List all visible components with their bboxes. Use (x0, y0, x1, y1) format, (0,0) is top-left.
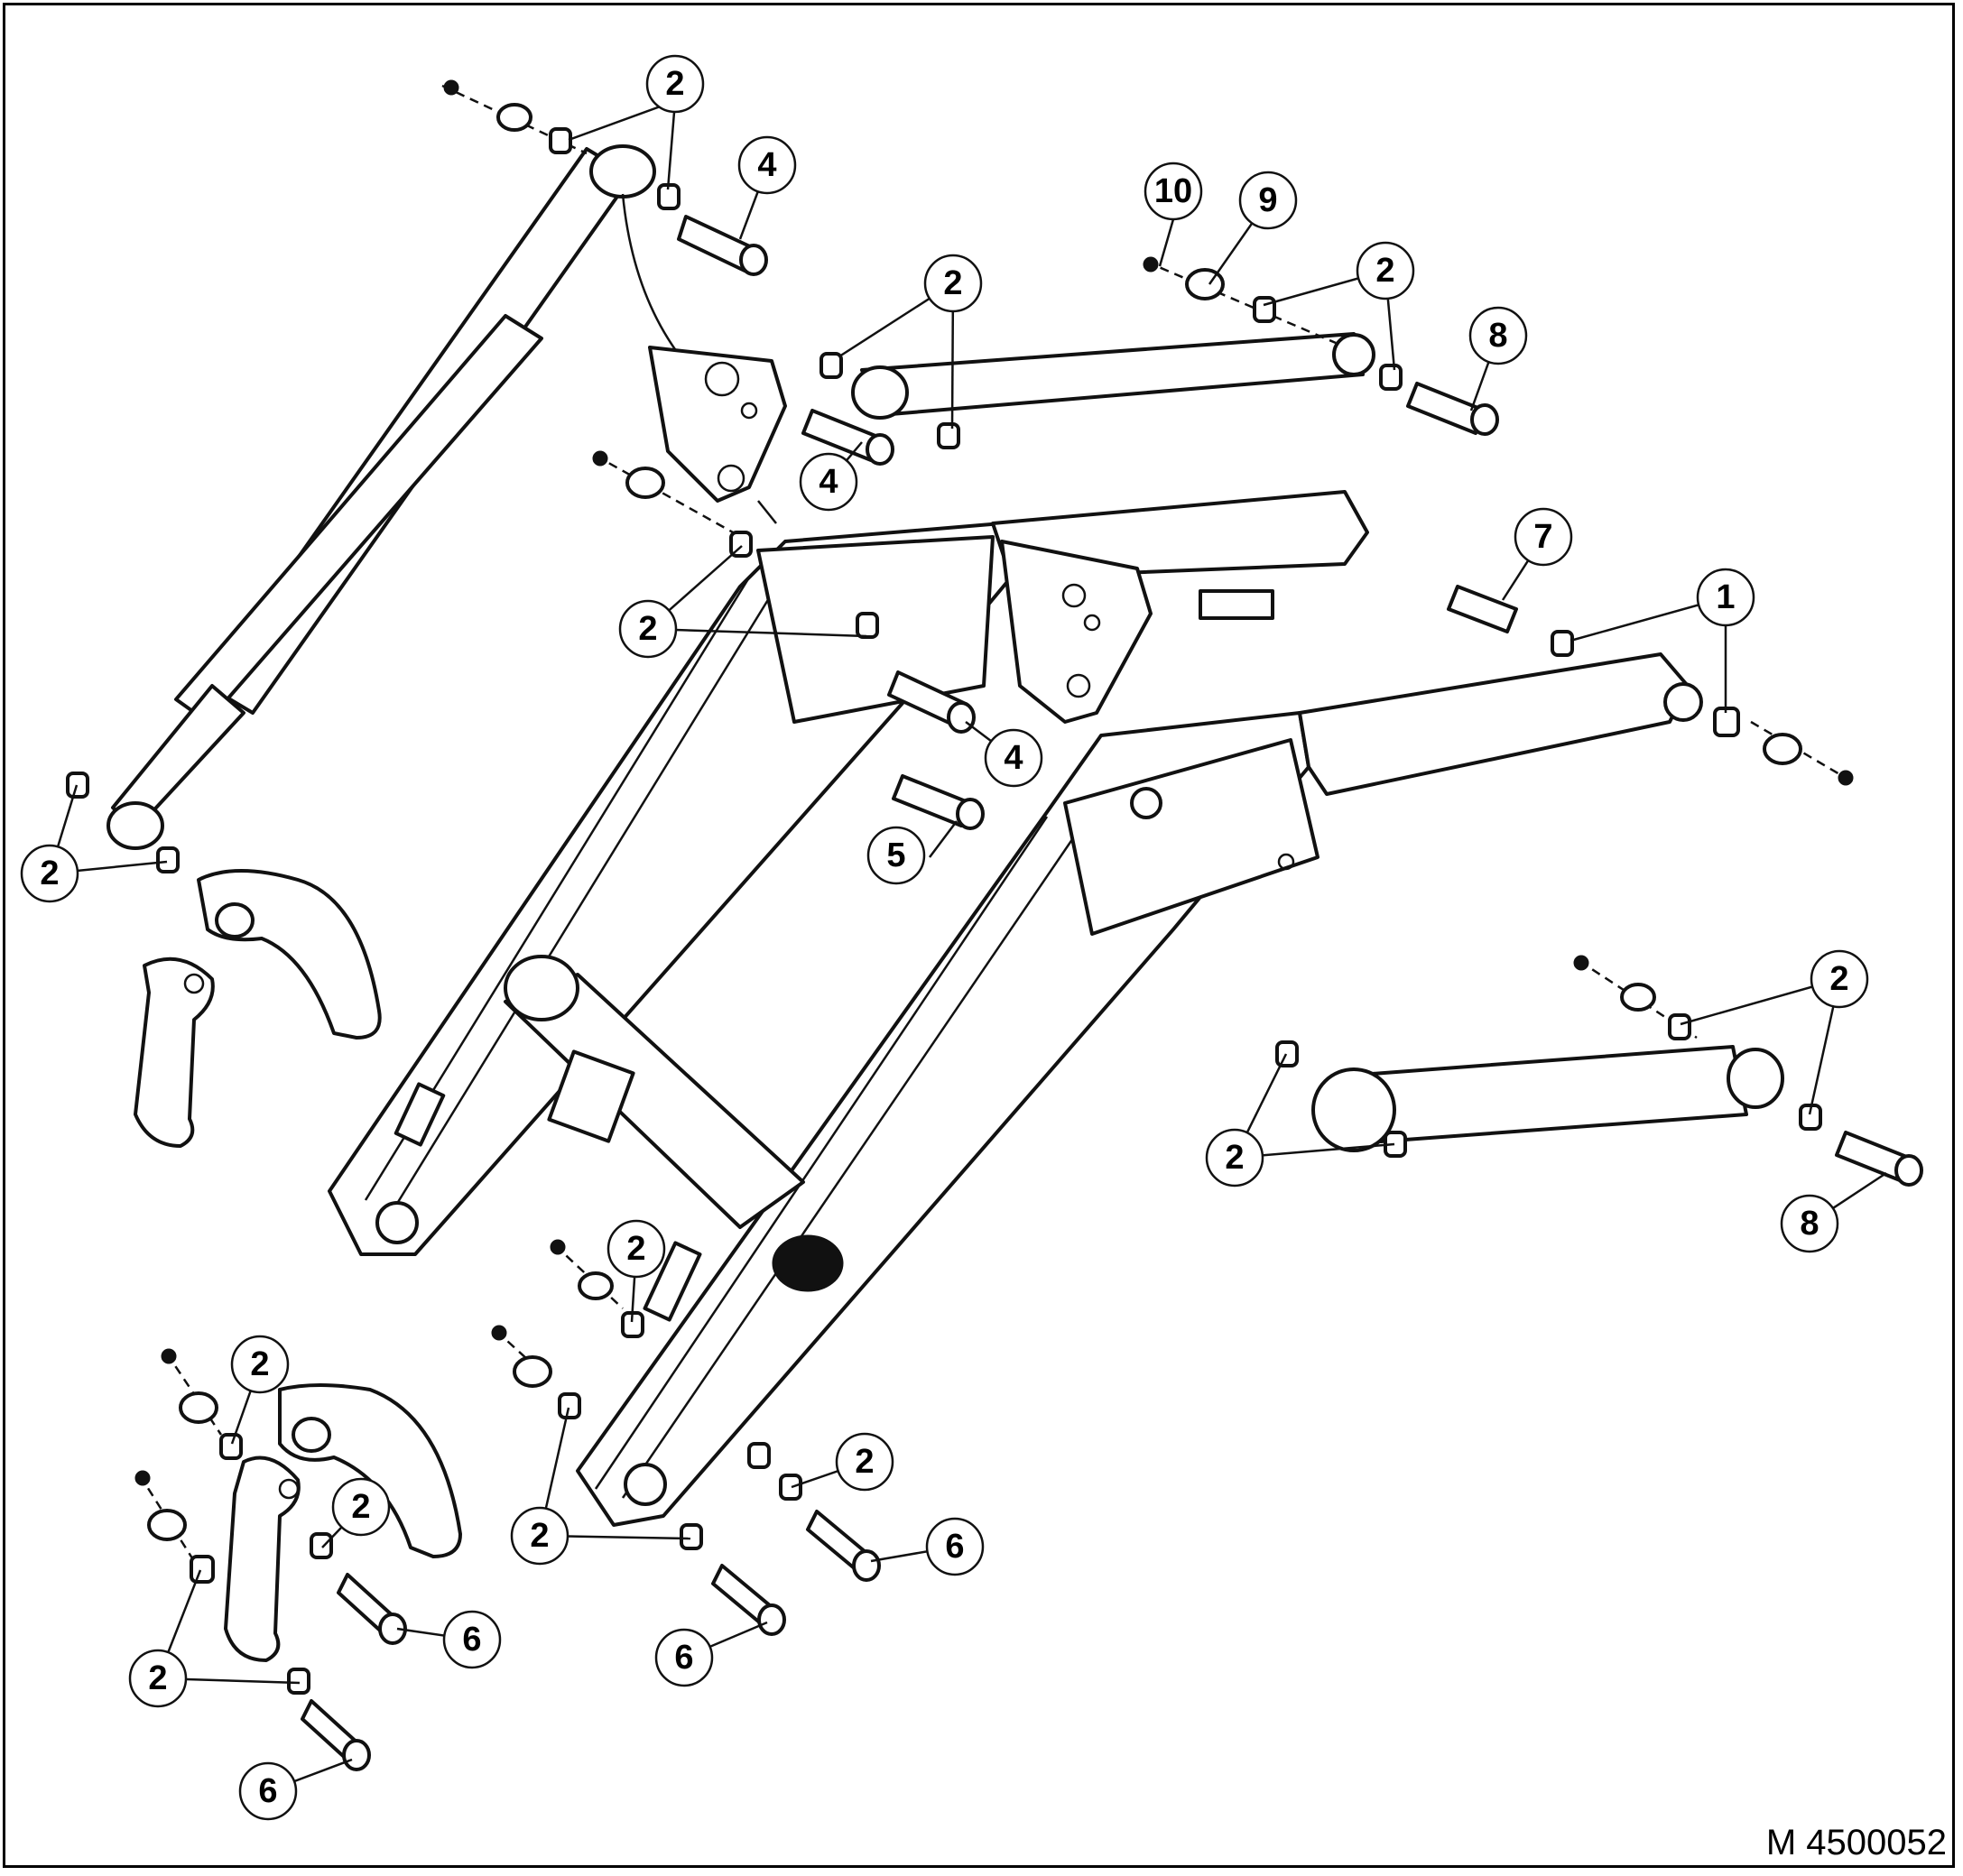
right-arm-plate (1063, 738, 1319, 936)
svg-text:2: 2 (638, 610, 657, 648)
svg-text:7: 7 (1533, 518, 1552, 556)
svg-text:9: 9 (1258, 181, 1277, 219)
callout-8: 8 (1780, 1194, 1839, 1253)
svg-text:2: 2 (530, 1517, 549, 1555)
callout-8: 8 (1468, 306, 1528, 365)
callout-2: 2 (1205, 1128, 1264, 1188)
callout-2: 2 (331, 1477, 391, 1537)
svg-text:4: 4 (757, 146, 776, 184)
svg-text:6: 6 (462, 1621, 481, 1659)
svg-text:6: 6 (258, 1772, 277, 1810)
svg-text:2: 2 (1829, 960, 1848, 998)
right-hydraulic-cylinder (1311, 1045, 1784, 1152)
svg-text:8: 8 (1800, 1205, 1819, 1243)
svg-text:2: 2 (665, 65, 684, 103)
callout-9: 9 (1238, 171, 1298, 230)
lower-left-linkage (224, 1383, 462, 1662)
upper-triangle-bracket (648, 346, 787, 524)
callout-2: 2 (1356, 241, 1415, 300)
svg-text:8: 8 (1488, 317, 1507, 355)
callout-2: 2 (645, 54, 705, 114)
callout-10: 10 (1144, 162, 1203, 221)
callout-5: 5 (866, 826, 926, 885)
svg-text:2: 2 (626, 1230, 645, 1268)
svg-text:2: 2 (855, 1443, 874, 1481)
svg-text:2: 2 (351, 1488, 370, 1526)
frame-hole (772, 1234, 844, 1292)
callout-2: 2 (923, 254, 983, 313)
svg-text:4: 4 (1004, 739, 1023, 777)
svg-text:2: 2 (250, 1345, 269, 1383)
callout-7: 7 (1514, 507, 1573, 567)
callout-2: 2 (1810, 949, 1869, 1009)
frame-plate (1000, 540, 1153, 724)
callout-2: 2 (230, 1335, 290, 1394)
callout-6: 6 (654, 1628, 714, 1687)
callout-4: 4 (799, 452, 858, 512)
svg-text:2: 2 (148, 1659, 167, 1697)
left-hydraulic-cylinder (106, 144, 679, 850)
svg-text:2: 2 (40, 855, 59, 892)
drawing-reference-code: M 4500052 (1765, 1823, 1947, 1862)
callout-2: 2 (20, 844, 79, 903)
callout-4: 4 (737, 135, 797, 195)
hardware (66, 79, 1923, 1771)
svg-text:5: 5 (886, 836, 905, 874)
right-arm-extension (1298, 652, 1690, 796)
upper-left-linkage (134, 869, 382, 1148)
svg-text:2: 2 (943, 264, 962, 302)
callout-2: 2 (606, 1219, 666, 1279)
callout-6: 6 (442, 1610, 502, 1669)
callout-2: 2 (618, 599, 678, 659)
svg-text:2: 2 (1375, 252, 1394, 290)
svg-text:6: 6 (945, 1528, 964, 1566)
callout-1: 1 (1696, 568, 1755, 627)
svg-text:10: 10 (1154, 172, 1192, 210)
callout-2: 2 (510, 1506, 569, 1566)
svg-text:2: 2 (1225, 1139, 1244, 1177)
svg-text:1: 1 (1716, 578, 1735, 616)
callout-2: 2 (128, 1649, 188, 1708)
svg-text:6: 6 (674, 1639, 693, 1677)
callout-6: 6 (925, 1517, 985, 1576)
callout-2: 2 (835, 1432, 894, 1492)
callout-4: 4 (984, 728, 1043, 788)
svg-text:4: 4 (819, 463, 838, 501)
upper-link-bar (851, 332, 1375, 420)
callout-6: 6 (238, 1761, 298, 1821)
